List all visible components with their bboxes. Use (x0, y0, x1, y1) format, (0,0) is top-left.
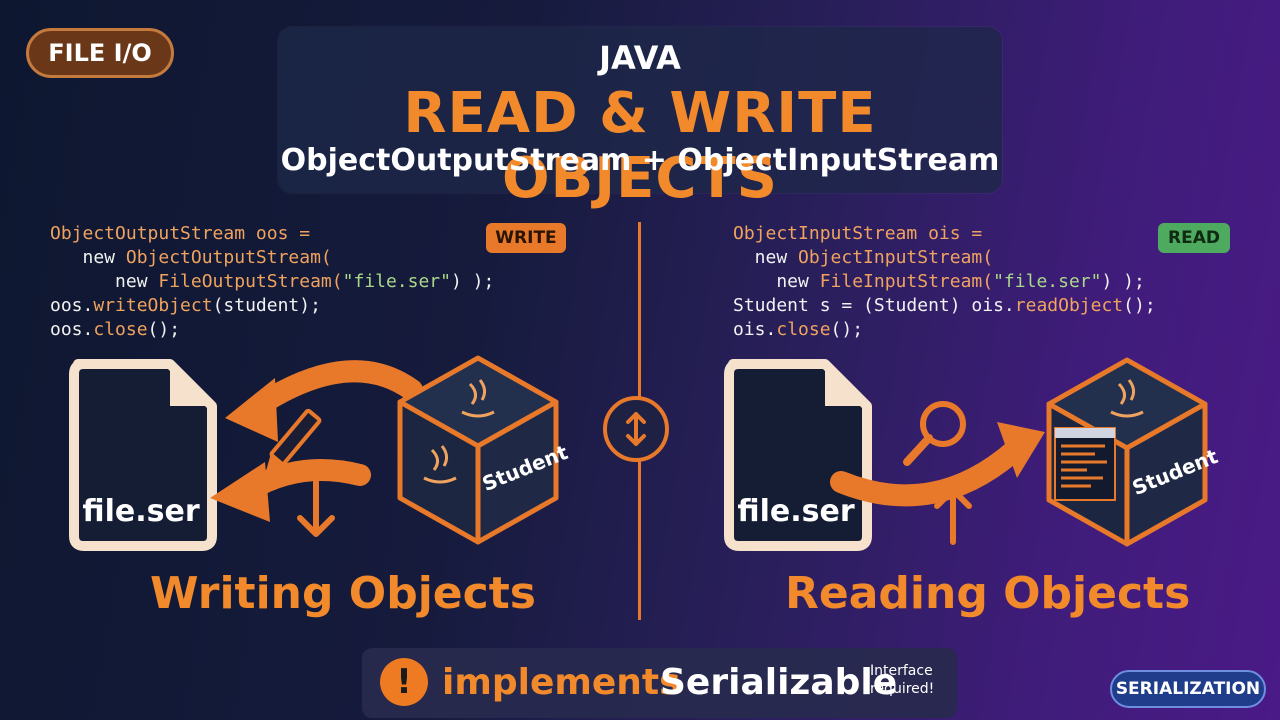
warning-icon: ! (380, 658, 428, 706)
language-label: JAVA (599, 39, 681, 77)
code-token: (); (1123, 295, 1156, 316)
code-token: FileOutputStream( (158, 271, 343, 292)
write-file-label: file.ser (82, 494, 200, 529)
read-code-block: ObjectInputStream ois = new ObjectInputS… (733, 222, 1156, 342)
write-badge: WRITE (486, 223, 566, 253)
code-token: new (733, 271, 820, 292)
code-token: close (93, 319, 148, 340)
code-token: (); (147, 319, 181, 340)
code-token: oos. (50, 319, 94, 340)
interface-note-line: Interface (870, 663, 933, 679)
code-token: ois. (733, 319, 777, 340)
code-token: ObjectOutputStream( (125, 247, 332, 268)
read-file-label: file.ser (737, 494, 855, 529)
code-token: ObjectInputStream( (798, 247, 994, 268)
category-tag: FILE I/O (26, 28, 174, 78)
write-illustration (69, 355, 559, 551)
arrow-up-icon (934, 487, 972, 545)
code-token: new (50, 247, 126, 268)
code-token: ) ); (450, 271, 495, 292)
magnifier-icon (903, 401, 966, 466)
swap-vertical-icon (603, 396, 669, 462)
code-token: new (733, 247, 799, 268)
code-token: Student s = (Student) ois. (733, 295, 1015, 316)
interface-note-line: required! (870, 681, 935, 697)
pencil-icon (265, 408, 322, 474)
title-panel: JAVA READ & WRITE OBJECTS ObjectOutputSt… (278, 27, 1002, 211)
write-section-label: Writing Objects (150, 568, 536, 619)
code-line: ObjectInputStream ois = (733, 223, 983, 244)
file-icon (724, 359, 872, 551)
code-token: (); (830, 319, 864, 340)
serializable-keyword: Serializable (660, 662, 898, 703)
code-token: oos. (50, 295, 94, 316)
java-cube-icon (1046, 357, 1208, 547)
code-token: writeObject (93, 295, 213, 316)
code-token: close (776, 319, 831, 340)
read-illustration (724, 357, 1208, 551)
code-string: "file.ser" (993, 271, 1102, 292)
write-code-block: ObjectOutputStream oos = new ObjectOutpu… (50, 222, 494, 342)
read-section-label: Reading Objects (785, 568, 1191, 619)
serializable-note: ! implements Serializable Interface requ… (362, 648, 957, 718)
code-token: (student); (212, 295, 321, 316)
code-line: ObjectOutputStream oos = (50, 223, 311, 244)
java-cube-icon (397, 355, 559, 545)
interface-note: Interface required! (870, 662, 950, 698)
code-token: new (50, 271, 159, 292)
implements-keyword: implements (442, 662, 681, 703)
code-token: FileInputStream( (819, 271, 994, 292)
code-string: "file.ser" (342, 271, 451, 292)
topic-tag: SERIALIZATION (1110, 670, 1266, 708)
read-badge: READ (1158, 223, 1230, 253)
page-subtitle: ObjectOutputStream + ObjectInputStream (280, 143, 1000, 178)
code-token: ) ); (1101, 271, 1145, 292)
page-title: READ & WRITE OBJECTS (403, 81, 877, 211)
file-icon (69, 359, 217, 551)
arrow-down-icon (297, 479, 335, 537)
code-token: readObject (1014, 295, 1124, 316)
